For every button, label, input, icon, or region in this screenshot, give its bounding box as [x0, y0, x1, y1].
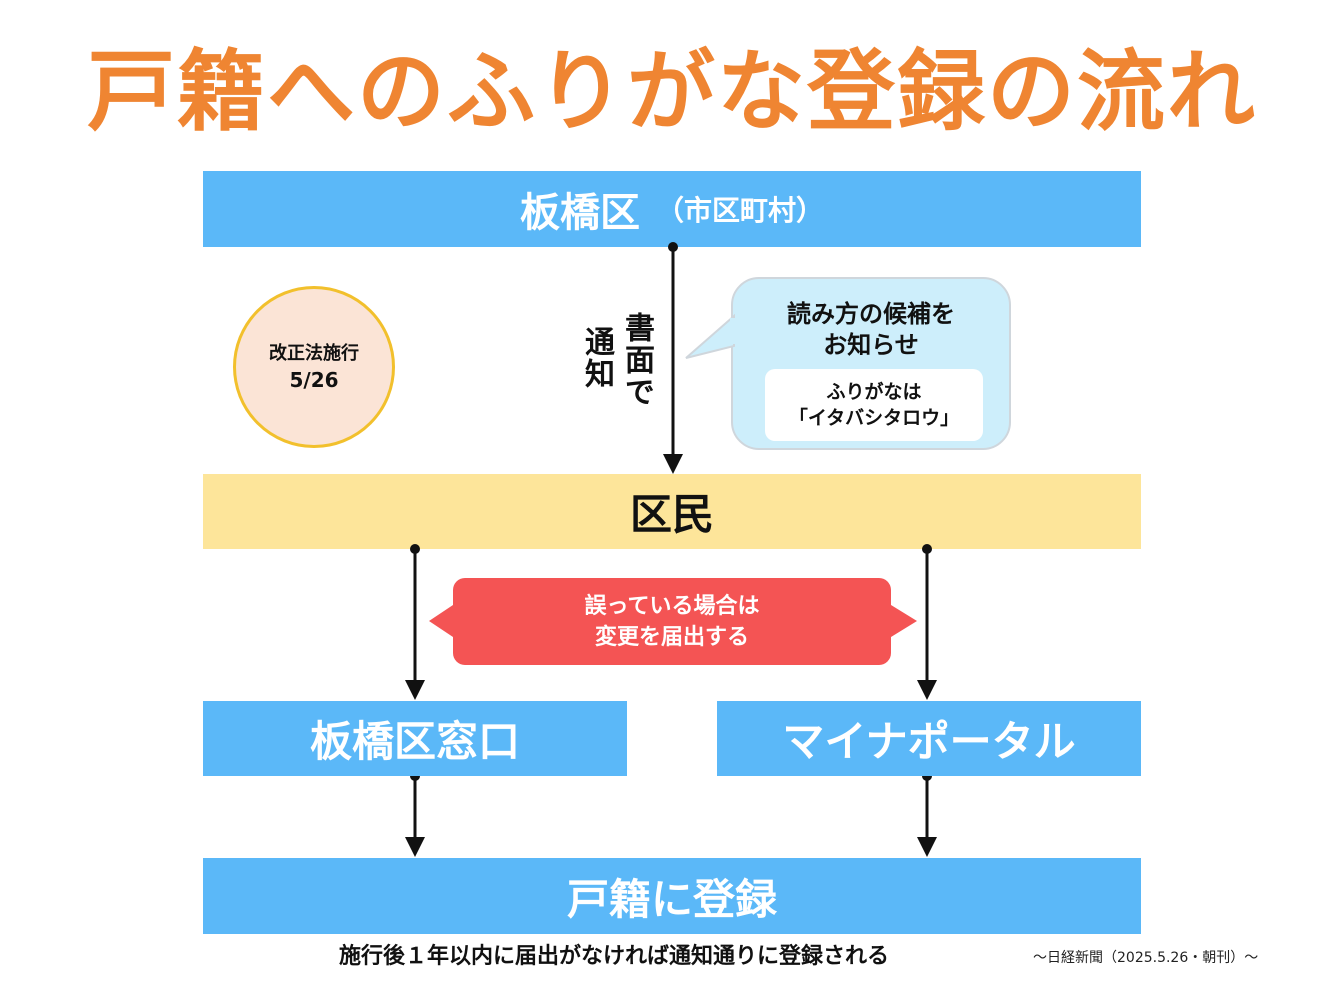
- ward-office-bar: 板橋区窓口: [203, 701, 627, 776]
- family-register-label: 戸籍に登録: [566, 874, 777, 924]
- furigana-example-box: ふりがなは 「イタバシタロウ」: [765, 369, 983, 441]
- arrow-mynaportal-to-register: [917, 771, 937, 857]
- family-register-bar: 戸籍に登録: [203, 858, 1141, 934]
- arrow-ward-office-to-register: [405, 771, 425, 857]
- ward-office-label: 板橋区窓口: [309, 717, 520, 766]
- circle-date: 5/26: [289, 368, 339, 392]
- circle-label: 改正法施行: [269, 343, 359, 364]
- footer-note: 施行後１年以内に届出がなければ通知通りに登録される: [339, 944, 890, 969]
- municipality-bar: 板橋区 （市区町村）: [203, 171, 1141, 247]
- furigana-example-line2: 「イタバシタロウ」: [788, 407, 960, 429]
- correction-note-line1: 誤っている場合は: [584, 593, 760, 619]
- municipality-label: 板橋区: [519, 190, 640, 236]
- residents-bar: 区民: [203, 474, 1141, 549]
- enforcement-date-circle: 改正法施行 5/26: [233, 286, 395, 448]
- bubble-tail: [685, 313, 735, 359]
- notice-label-col1: 書面で: [619, 312, 654, 408]
- red-box-right-pointer: [891, 605, 917, 637]
- arrow-to-mynaportal: [917, 544, 937, 700]
- bubble-title-line1: 読み方の候補を: [787, 300, 955, 328]
- red-box-left-pointer: [429, 605, 453, 637]
- municipality-sub-label: （市区町村）: [655, 194, 824, 227]
- residents-label: 区民: [629, 490, 714, 539]
- notice-label-col2: 通知: [579, 326, 614, 390]
- furigana-example-line1: ふりがなは: [826, 381, 922, 403]
- arrow-notice: [663, 242, 683, 474]
- correction-note-line2: 変更を届出する: [594, 624, 749, 650]
- mynaportal-label: マイナポータル: [782, 717, 1076, 766]
- page-title: 戸籍へのふりがな登録の流れ: [86, 40, 1257, 143]
- bubble-title-line2: お知らせ: [823, 331, 919, 359]
- correction-note-box: 誤っている場合は 変更を届出する: [453, 578, 891, 665]
- bubble-title: 読み方の候補を お知らせ: [733, 299, 1009, 361]
- source-credit: ～日経新聞（2025.5.26・朝刊）～: [1033, 950, 1259, 966]
- speech-bubble: 読み方の候補を お知らせ ふりがなは 「イタバシタロウ」: [731, 277, 1011, 450]
- arrow-to-ward-office: [405, 544, 425, 700]
- mynaportal-bar: マイナポータル: [717, 701, 1141, 776]
